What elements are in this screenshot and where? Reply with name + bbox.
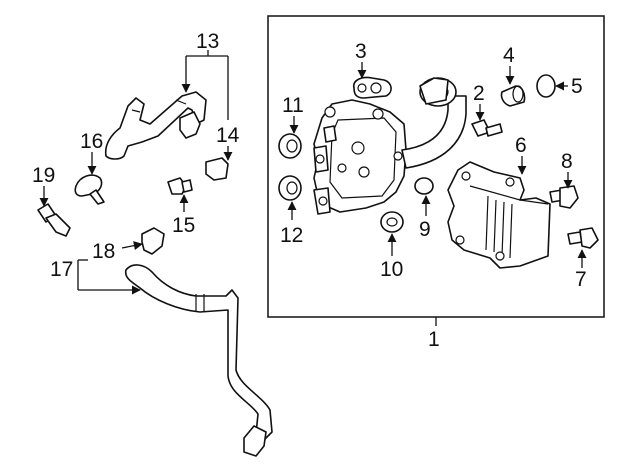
part-13-tube	[104, 91, 207, 160]
part-19-sensor	[37, 203, 71, 237]
callout-18-arrow	[121, 241, 143, 251]
part-4-plug	[500, 85, 526, 107]
part-8-bolt	[549, 185, 579, 209]
callout-11: 11	[282, 94, 304, 117]
part-10-washer	[380, 211, 404, 233]
part-12-seal	[278, 175, 302, 201]
part-6-oil-cooler	[447, 161, 551, 269]
part-16-clamp	[74, 174, 105, 205]
callout-15: 15	[172, 214, 195, 237]
callout-2: 2	[473, 82, 485, 105]
callout-17-bracket	[77, 259, 141, 295]
callout-10: 10	[380, 258, 403, 281]
part-9-sleeve	[414, 177, 434, 195]
callout-4: 4	[503, 44, 515, 67]
callout-8: 8	[561, 150, 573, 173]
part-18-clip	[141, 227, 165, 255]
callout-5: 5	[571, 75, 583, 98]
callout-12: 12	[280, 224, 303, 247]
callout-7: 7	[575, 268, 587, 291]
part-3-gasket	[352, 76, 392, 99]
callout-6: 6	[515, 134, 527, 157]
housing-elbow-tube	[401, 77, 467, 169]
callout-19: 19	[32, 164, 55, 187]
part-14-clip	[205, 157, 229, 181]
part-15-bolt	[167, 177, 193, 195]
callout-16: 16	[80, 130, 103, 153]
callout-13-bracket	[181, 50, 233, 161]
callout-3: 3	[355, 40, 367, 63]
callout-17: 17	[50, 258, 73, 281]
part-7-bolt	[567, 227, 599, 249]
callout-1: 1	[428, 328, 440, 351]
part-5-cap	[536, 74, 556, 98]
part-11-seal	[278, 133, 302, 159]
callout-9: 9	[419, 218, 431, 241]
part-2-bolt	[471, 119, 503, 137]
callout-13: 13	[196, 30, 219, 53]
callout-14: 14	[216, 124, 240, 147]
part-17-hose	[124, 264, 273, 457]
callout-18: 18	[92, 240, 115, 263]
adapter-housing	[313, 99, 407, 215]
